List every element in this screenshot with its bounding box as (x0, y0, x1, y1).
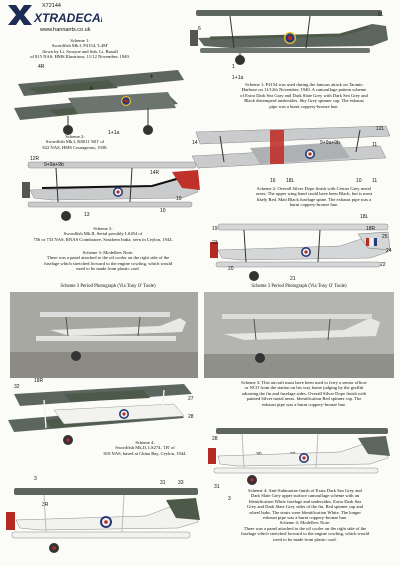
scheme-2-callout: 18L (286, 178, 295, 184)
scheme-2-aircraft-top (190, 122, 395, 184)
scheme-4-callout: 3 (228, 496, 231, 502)
scheme-2-callout: 11 (372, 178, 378, 184)
scheme-2-notes: Scheme 2: Overall Silver Dope finish wit… (255, 186, 373, 208)
scheme-1-callout: 6 (198, 26, 201, 32)
scheme-2-callout: 10 (160, 208, 166, 214)
scheme-1-callout: 1+1a (108, 130, 120, 136)
scheme-3-callout: 20 (228, 266, 234, 272)
scheme-4-callout: 32 (14, 384, 20, 390)
scheme-1-callout: 4R (38, 64, 45, 70)
scheme-3-notes: Scheme 3: This aircraft must have been u… (241, 380, 367, 407)
scheme-1-callout: 6 (90, 86, 93, 92)
scheme-2-callout: 9+9a+9b (320, 140, 340, 146)
scheme-1-callout: 1 (232, 64, 235, 70)
scheme-2-callout: 10 (356, 178, 362, 184)
scheme-4-aircraft-top (4, 380, 204, 450)
scheme-3-callout: 23 (212, 240, 218, 246)
period-photograph-left (10, 292, 198, 378)
scheme-3-callout: 24 (386, 248, 392, 254)
scheme-2-callout: 11 (372, 142, 378, 148)
scheme-3-callout: 19 (212, 226, 218, 232)
photo-right-title: Scheme 3 Period Photograph (Via Tony O' … (251, 284, 347, 289)
scheme-4-aircraft-side-left (6, 486, 206, 556)
scheme-1-callout: 1+1a (232, 75, 244, 81)
scheme-2-callout: 12R (30, 156, 40, 162)
scheme-4-callout: 28 (212, 436, 218, 442)
scheme-4-callout: 31 (160, 480, 166, 486)
scheme-2-callout: 14 (192, 140, 198, 146)
photo-left-title: Scheme 3 Period Photograph (Via Tony O' … (60, 284, 156, 289)
scheme-4-aircraft-side-right (208, 426, 398, 486)
scheme-4-callout: 33 (178, 480, 184, 486)
scheme-4-callout: 31 (214, 484, 220, 490)
scheme-2-callout: 9+9a+9b (44, 162, 64, 168)
brand-text: XTRADECAL (33, 11, 102, 25)
scheme-4-callout: 27 (188, 396, 194, 402)
scheme-2-aircraft-side (22, 160, 202, 230)
scheme-4-notes: Scheme 4: Anti-Submarine finish of Extra… (240, 488, 370, 542)
scheme-3-callout: 18L (360, 214, 369, 220)
website-url: www.hannants.co.uk (40, 27, 91, 33)
scheme-1-notes: Scheme 1: P4154 was used during the famo… (240, 82, 368, 109)
scheme-3-modellers-note: Scheme 3: Modellers Note: There was a pa… (43, 250, 173, 272)
scheme-3-callout: 18R (366, 226, 376, 232)
scheme-3-aircraft-side (210, 220, 396, 282)
scheme-2-caption: Scheme 2: Swordfish Mk.I, K8011 '601' of… (42, 134, 108, 150)
scheme-4-callout: 3R (42, 502, 49, 508)
scheme-2-callout: 10 (176, 196, 182, 202)
scheme-3-callout: 25 (382, 234, 388, 240)
scheme-3-caption: Scheme 3: Swordfish Mk.II, Serial possib… (33, 226, 173, 242)
scheme-4-caption: Scheme 4: Swordfish Mk.II, LS274, '1B' o… (103, 440, 187, 456)
scheme-1-aircraft-top (8, 64, 188, 144)
scheme-1-caption: Scheme 1: Swordfish Mk.I, P4154, 'L4M' f… (30, 38, 130, 60)
scheme-1-callout: 4 (150, 74, 153, 80)
scheme-2-callout: 14R (150, 170, 160, 176)
product-code: X72144 (42, 3, 61, 9)
scheme-4-callout: 28 (188, 414, 194, 420)
scheme-3-callout: 22 (380, 262, 386, 268)
scheme-3-callout: 21 (290, 276, 296, 282)
scheme-4-callout: 18R (34, 378, 44, 384)
scheme-2-callout: 16 (270, 178, 276, 184)
xtradecal-logo: XTRADECAL (6, 2, 102, 26)
period-photograph-right (204, 292, 394, 378)
scheme-1-callout: 6L (378, 12, 384, 18)
scheme-2-callout: 12L (376, 126, 385, 132)
scheme-1-aircraft-side (190, 6, 395, 66)
scheme-2-callout: 13 (84, 212, 90, 218)
scheme-4-callout: 3 (34, 476, 37, 482)
